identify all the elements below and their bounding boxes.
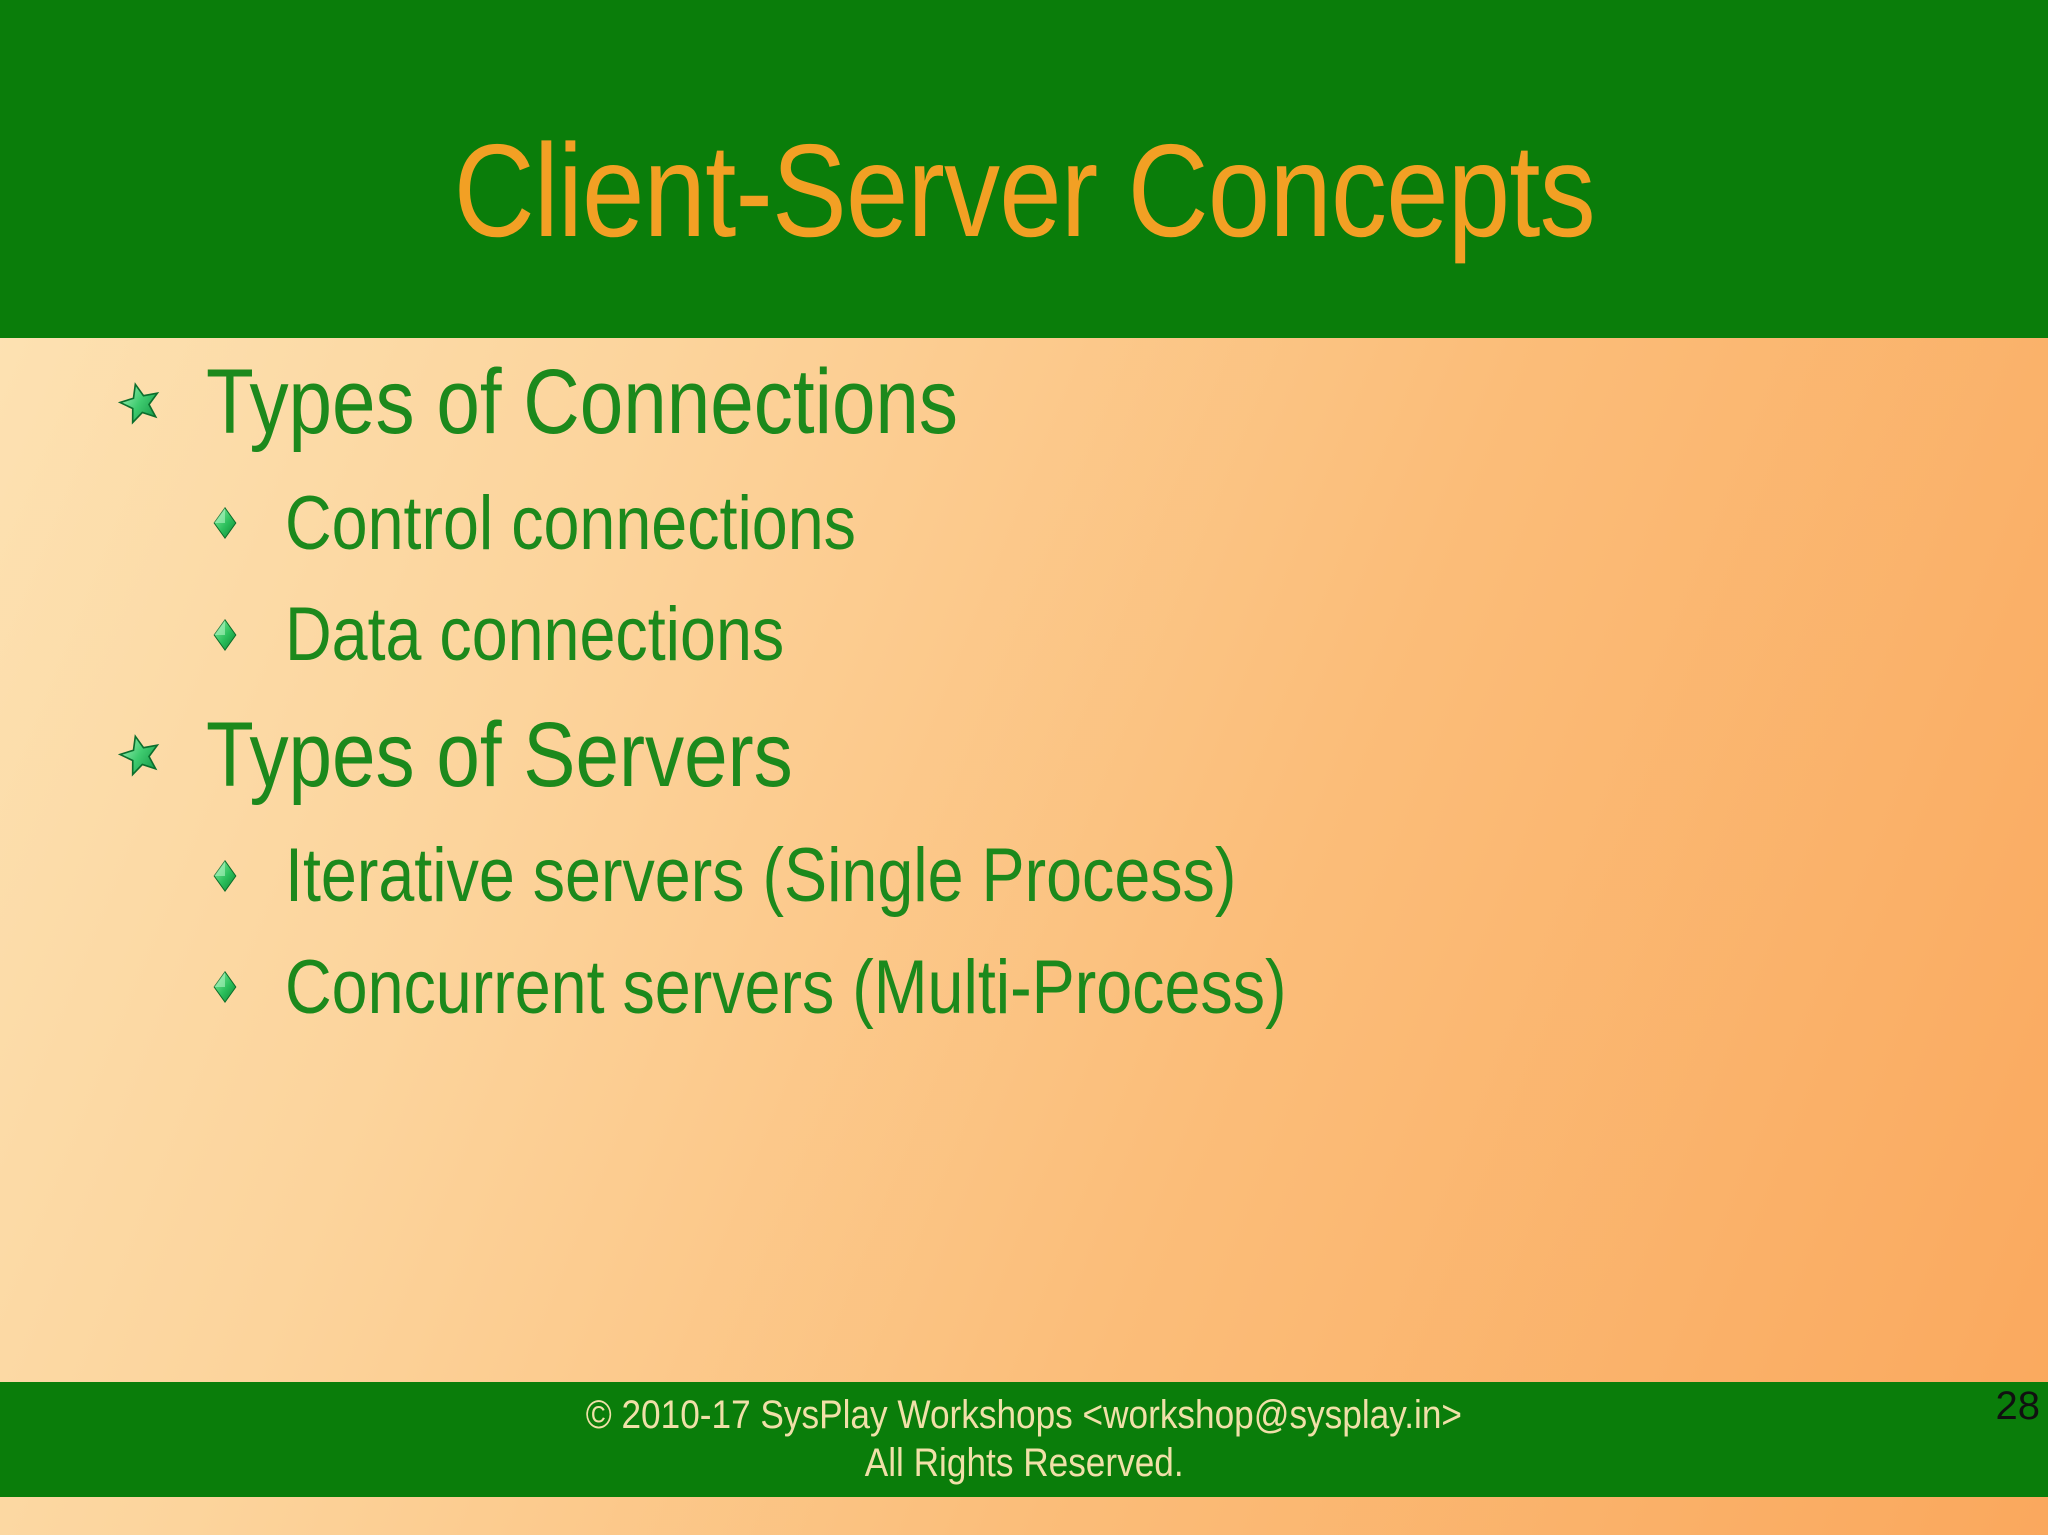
bullet-label: Types of Connections	[206, 351, 959, 453]
bullet-label: Control connections	[285, 480, 856, 566]
slide-body: Types of Connections Control connect	[0, 338, 2048, 1055]
star-icon	[118, 381, 162, 425]
bullet-label: Concurrent servers (Multi-Process)	[285, 944, 1287, 1030]
star-icon	[118, 733, 162, 778]
footer-rights: All Rights Reserved.	[864, 1440, 1184, 1485]
bullet-l2-concurrent-servers: Concurrent servers (Multi-Process)	[212, 944, 2008, 1031]
bullet-l2-iterative-servers: Iterative servers (Single Process)	[212, 832, 2008, 919]
bullet-label: Data connections	[285, 592, 785, 678]
diamond-icon	[212, 970, 238, 1004]
slide-header-band: Client-Server Concepts	[0, 0, 2048, 338]
page-number: 28	[1995, 1384, 2041, 1428]
slide-title: Client-Server Concepts	[453, 116, 1595, 264]
bullet-l1-types-of-connections: Types of Connections	[118, 350, 2008, 456]
diamond-icon	[212, 618, 238, 652]
bullet-label: Types of Servers	[206, 703, 793, 806]
footer-copyright: © 2010-17 SysPlay Workshops <workshop@sy…	[585, 1393, 1463, 1438]
bullet-l2-control-connections: Control connections	[212, 480, 2008, 567]
bullet-l1-types-of-servers: Types of Servers	[118, 703, 2008, 809]
bullet-label: Iterative servers (Single Process)	[285, 833, 1237, 919]
slide-footer-band: © 2010-17 SysPlay Workshops <workshop@sy…	[0, 1382, 2048, 1497]
diamond-icon	[212, 506, 238, 540]
bullet-l2-data-connections: Data connections	[212, 591, 2008, 678]
diamond-icon	[212, 859, 238, 893]
